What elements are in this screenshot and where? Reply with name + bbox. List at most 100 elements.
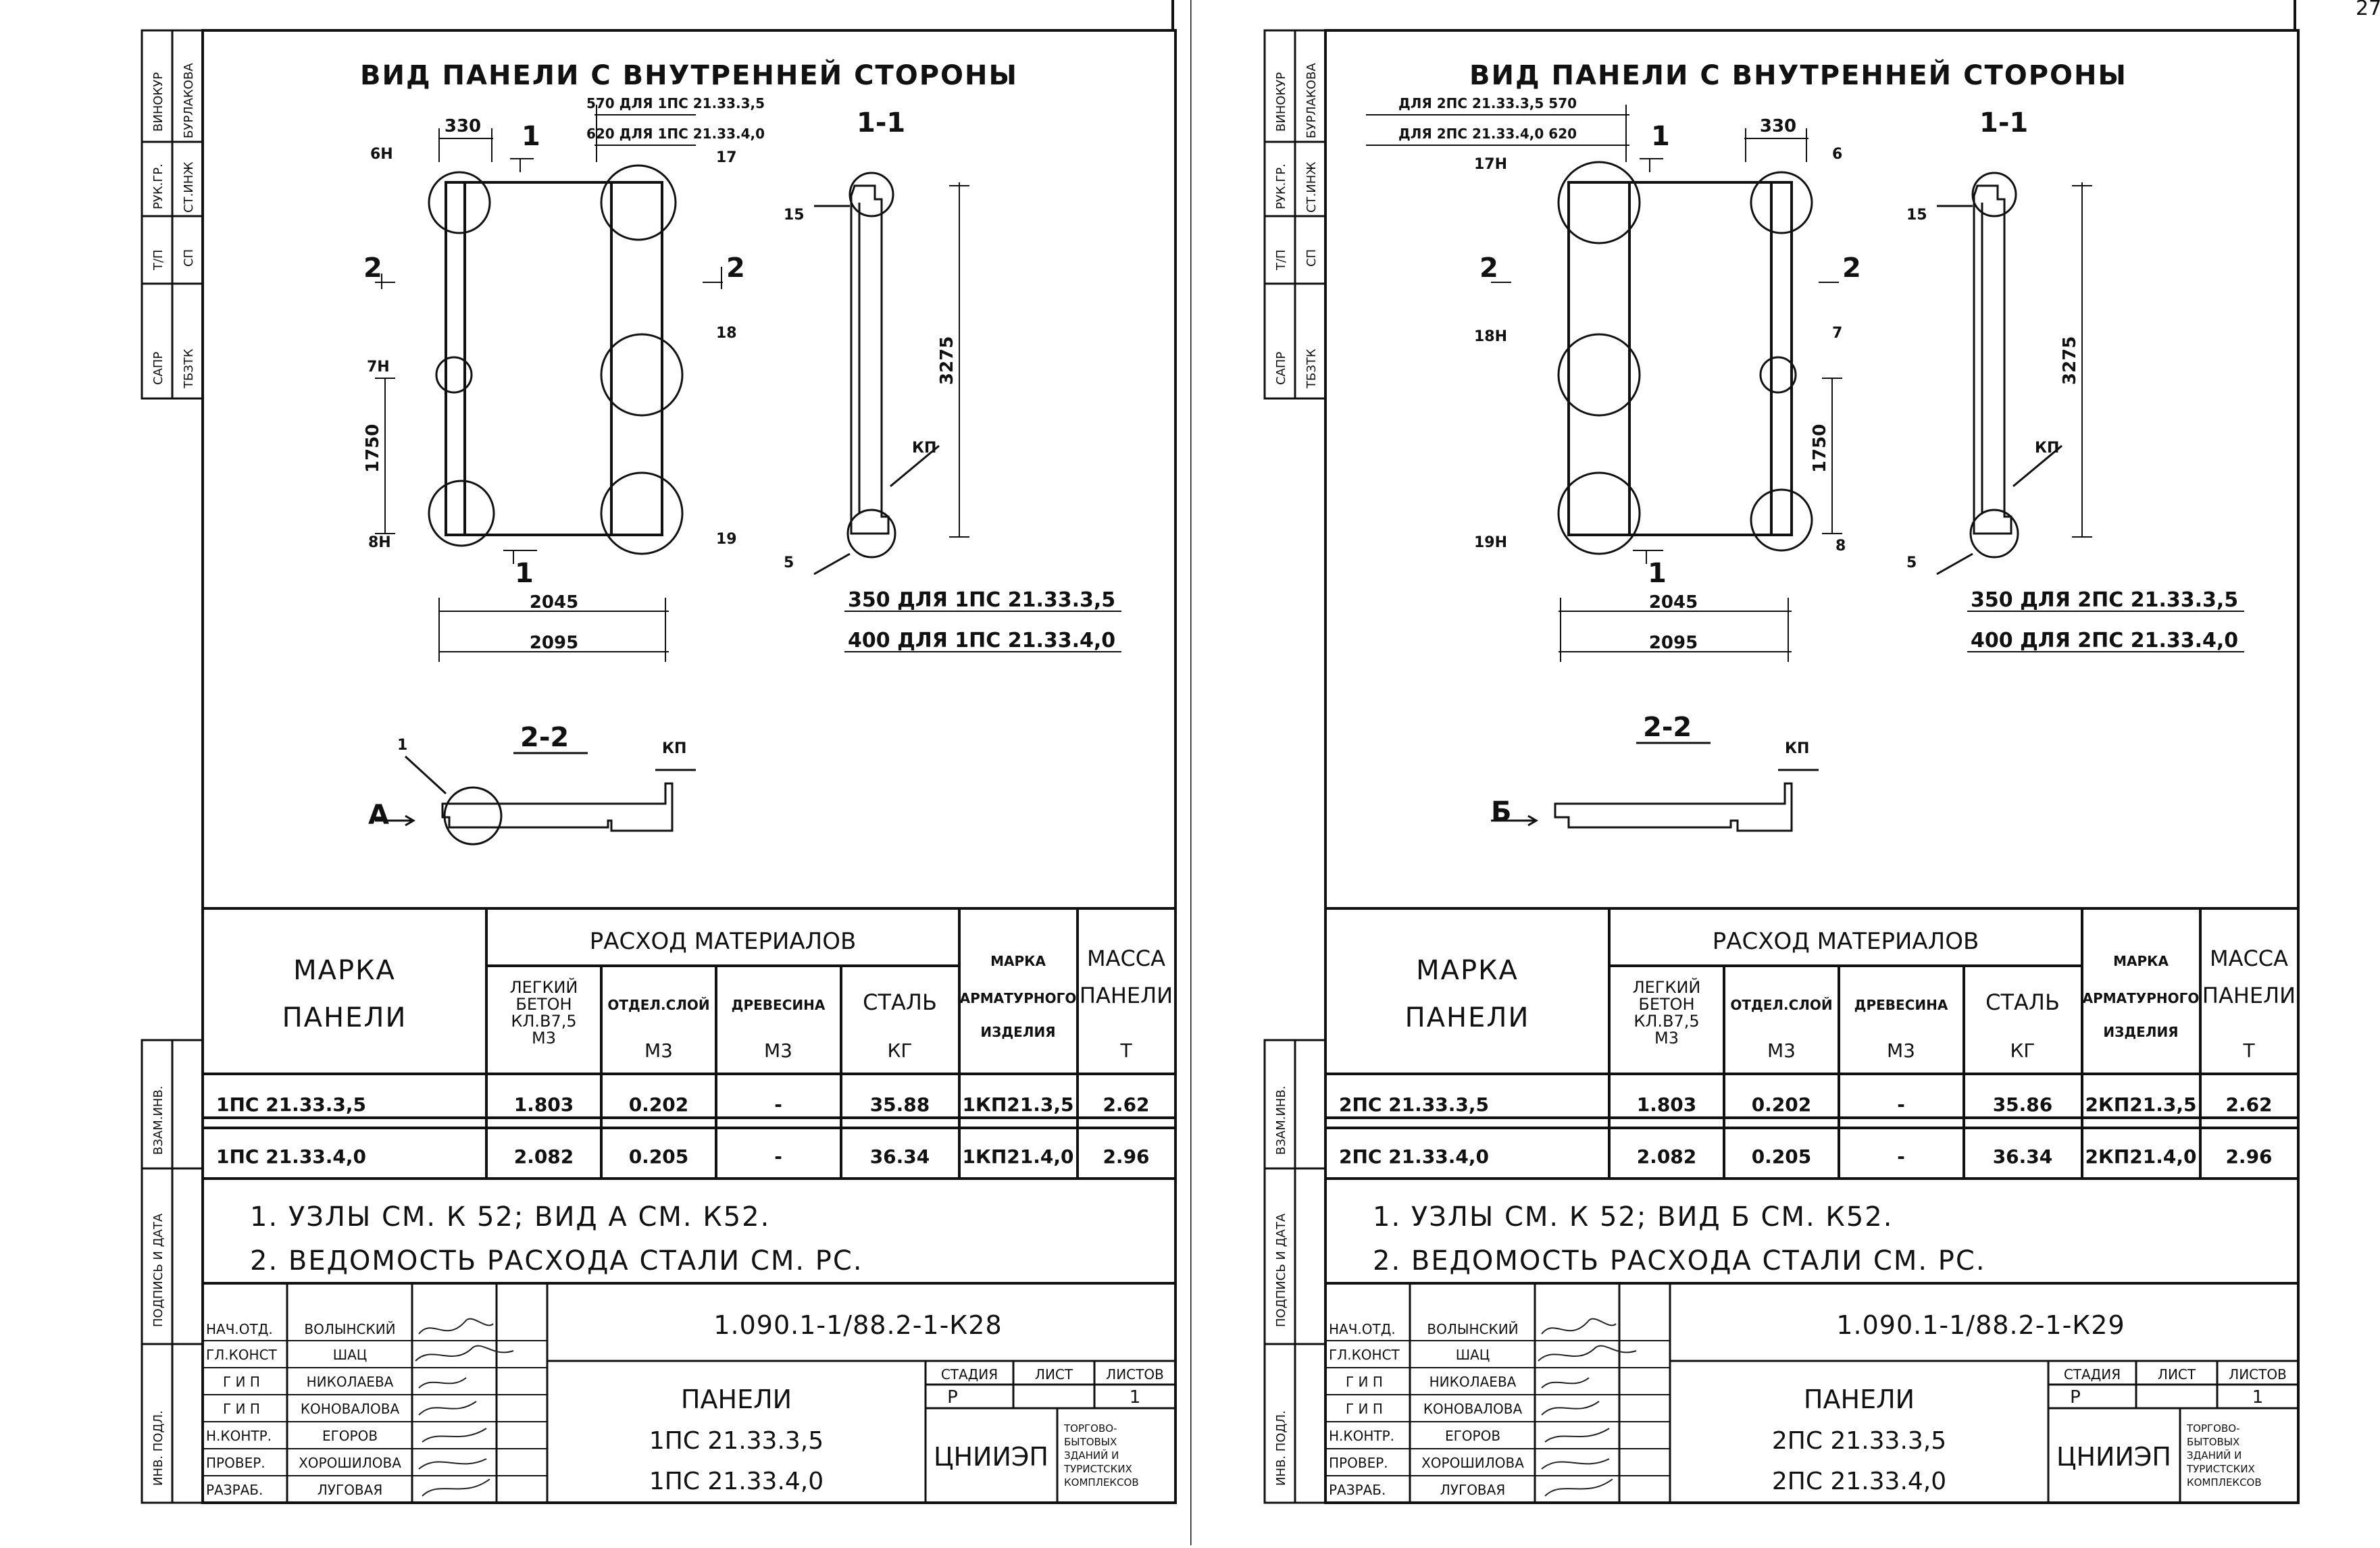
th-massa: МАССА bbox=[2210, 946, 2288, 971]
title-block-grid bbox=[1409, 1283, 2298, 1503]
org-sub: КОМПЛЕКСОВ bbox=[2187, 1476, 2262, 1489]
cell-armatur: 2КП21.3,5 bbox=[2085, 1093, 2196, 1116]
thickness-note: 400 ДЛЯ 1ПС 21.33.4,0 bbox=[848, 629, 1115, 652]
side-label: СТ.ИНЖ bbox=[1305, 161, 1319, 213]
th-marka: МАРКА bbox=[293, 955, 396, 986]
dimension-texts: 330 ДЛЯ 2ПС 21.33.3,5 570 ДЛЯ 2ПС 21.33.… bbox=[1398, 95, 2080, 653]
section-mark: 1 bbox=[1651, 121, 1670, 152]
panel-view bbox=[1557, 161, 1813, 555]
th-armatur: МАРКА bbox=[2113, 953, 2169, 969]
side-label: СП bbox=[182, 249, 196, 267]
th-unit: М3 bbox=[644, 1039, 673, 1062]
stamp-role: ГЛ.КОНСТ bbox=[1329, 1347, 1400, 1363]
section-1-1 bbox=[1936, 172, 2062, 575]
side-strip-top bbox=[1263, 29, 1327, 400]
th-armatur: АРМАТУРНОГО bbox=[960, 990, 1077, 1006]
cell-otdel: 0.202 bbox=[629, 1093, 689, 1116]
materials-table: МАРКА ПАНЕЛИ РАСХОД МАТЕРИАЛОВ ЛЕГКИЙ БЕ… bbox=[216, 928, 1173, 1168]
stamp-name: ШАЦ bbox=[1456, 1347, 1490, 1363]
thickness-note: 400 ДЛЯ 2ПС 21.33.4,0 bbox=[1971, 629, 2238, 652]
th-marka: ПАНЕЛИ bbox=[282, 1002, 407, 1033]
note-1: 1. УЗЛЫ СМ. К 52; ВИД Б СМ. К52. bbox=[1373, 1202, 1893, 1233]
cell-massa: 2.96 bbox=[1103, 1145, 1149, 1168]
stadia-value: Р bbox=[947, 1387, 958, 1408]
thickness-note: 350 ДЛЯ 2ПС 21.33.3,5 bbox=[1971, 588, 2238, 612]
side-strip-top bbox=[141, 29, 204, 400]
table-row: 1ПС 21.33.3,5 1.803 0.202 - 35.88 1КП21.… bbox=[216, 1093, 1150, 1116]
list-label: ЛИСТ bbox=[2158, 1366, 2196, 1383]
cell-beton: 2.082 bbox=[1637, 1145, 1697, 1168]
section-mark: 1 bbox=[515, 558, 534, 589]
cell-massa: 2.96 bbox=[2225, 1145, 2272, 1168]
node-label: КП bbox=[2035, 440, 2059, 457]
side-label: Т/П bbox=[151, 249, 166, 271]
side-strip-bottom bbox=[1263, 1039, 1327, 1504]
section-mark: 1 bbox=[1648, 558, 1667, 589]
side-label: РУК.ГР. bbox=[151, 163, 166, 209]
section-2-title: 2-2 bbox=[520, 722, 569, 753]
signature-marks bbox=[415, 1318, 514, 1497]
table-row: 2ПС 21.33.4,0 2.082 0.205 - 36.34 2КП21.… bbox=[1339, 1145, 2273, 1168]
panel-mark: 1ПС 21.33.4,0 bbox=[649, 1468, 824, 1495]
page-number: 27 bbox=[2356, 0, 2380, 20]
stadia-label: СТАДИЯ bbox=[941, 1366, 998, 1383]
table-row: 2ПС 21.33.3,5 1.803 0.202 - 35.86 2КП21.… bbox=[1339, 1093, 2273, 1116]
stamp-role: Г И П bbox=[1346, 1401, 1383, 1417]
note-1: 1. УЗЛЫ СМ. К 52; ВИД А СМ. К52. bbox=[250, 1202, 770, 1233]
th-drev: ДРЕВЕСИНА bbox=[1854, 997, 1948, 1013]
sheet-right-svg: 27 ВИНОКУР БУРЛАКОВА РУК.ГР. СТ.ИНЖ Т/П … bbox=[1189, 0, 2380, 1545]
side-label: ПОДПИСЬ И ДАТА bbox=[1274, 1213, 1288, 1327]
listov-value: 1 bbox=[2252, 1387, 2264, 1408]
node-label: 19 bbox=[716, 531, 737, 548]
org-sub: БЫТОВЫХ bbox=[2187, 1436, 2239, 1448]
node-label: 19Н bbox=[1474, 534, 1507, 551]
th-rashod: РАСХОД МАТЕРИАЛОВ bbox=[590, 928, 857, 955]
view-arrow-label: А bbox=[368, 800, 389, 831]
dim-330: 330 bbox=[1760, 116, 1796, 136]
th-beton: М3 bbox=[1654, 1029, 1679, 1048]
side-label: ВИНОКУР bbox=[151, 72, 166, 132]
cell-mark: 1ПС 21.33.4,0 bbox=[216, 1145, 366, 1168]
side-label: Т/П bbox=[1274, 249, 1288, 271]
th-unit: Т bbox=[2242, 1039, 2255, 1062]
dim-2045: 2045 bbox=[530, 592, 578, 613]
note-2: 2. ВЕДОМОСТЬ РАСХОДА СТАЛИ СМ. РС. bbox=[250, 1245, 863, 1276]
stamp-name: ЕГОРОВ bbox=[322, 1428, 378, 1444]
th-unit: М3 bbox=[1887, 1039, 1915, 1062]
side-label: ВИНОКУР bbox=[1274, 72, 1288, 132]
cell-mark: 2ПС 21.33.3,5 bbox=[1339, 1093, 1489, 1116]
stamp-name: ВОЛЫНСКИЙ bbox=[1427, 1321, 1518, 1337]
cell-armatur: 2КП21.4,0 bbox=[2085, 1145, 2196, 1168]
materials-table: МАРКА ПАНЕЛИ РАСХОД МАТЕРИАЛОВ ЛЕГКИЙ БЕ… bbox=[1339, 928, 2296, 1168]
th-armatur: ИЗДЕЛИЯ bbox=[980, 1024, 1055, 1040]
side-label: ВЗАМ.ИНВ. bbox=[151, 1085, 166, 1155]
org-sub: ЗДАНИЙ И bbox=[2187, 1449, 2242, 1462]
th-stal: СТАЛЬ bbox=[863, 989, 937, 1015]
title-block-signers: НАЧ.ОТД. ГЛ.КОНСТ Г И П Г И П Н.КОНТР. П… bbox=[206, 1321, 401, 1498]
cell-drev: - bbox=[774, 1093, 782, 1116]
stage-block: СТАДИЯ ЛИСТ ЛИСТОВ Р 1 ЦНИИЭП ТОРГОВО- Б… bbox=[934, 1366, 1164, 1489]
panel-mark: 1ПС 21.33.3,5 bbox=[649, 1427, 824, 1455]
cell-otdel: 0.202 bbox=[1752, 1093, 1812, 1116]
node-label: 6 bbox=[1832, 146, 1842, 163]
materials-table-grid bbox=[1325, 908, 2298, 1179]
th-unit: М3 bbox=[764, 1039, 792, 1062]
dim-2095: 2095 bbox=[1649, 633, 1698, 653]
listov-label: ЛИСТОВ bbox=[1106, 1366, 1164, 1383]
stamp-name: НИКОЛАЕВА bbox=[307, 1374, 394, 1390]
stamp-role: Г И П bbox=[1346, 1374, 1383, 1390]
stamp-name: ЛУГОВАЯ bbox=[1440, 1482, 1505, 1498]
section-1-title: 1-1 bbox=[857, 107, 905, 138]
sheet-left-svg: ВИНОКУР БУРЛАКОВА РУК.ГР. СТ.ИНЖ Т/П СП … bbox=[141, 0, 1177, 1504]
opening-note-2: 620 ДЛЯ 1ПС 21.33.4,0 bbox=[586, 126, 765, 142]
org-sub: ТУРИСТСКИХ bbox=[2186, 1463, 2255, 1475]
side-label: САПР bbox=[151, 352, 166, 385]
side-label: ВЗАМ.ИНВ. bbox=[1274, 1085, 1288, 1155]
node-label: КП bbox=[662, 740, 686, 757]
section-1-title: 1-1 bbox=[1979, 107, 2028, 138]
section-marks: 1 1 2 2 1-1 2-2 Б bbox=[1479, 107, 2028, 827]
th-unit: КГ bbox=[2010, 1039, 2035, 1062]
dim-1750: 1750 bbox=[363, 424, 383, 473]
dim-1750: 1750 bbox=[1810, 424, 1830, 473]
stamp-role: НАЧ.ОТД. bbox=[206, 1321, 273, 1337]
